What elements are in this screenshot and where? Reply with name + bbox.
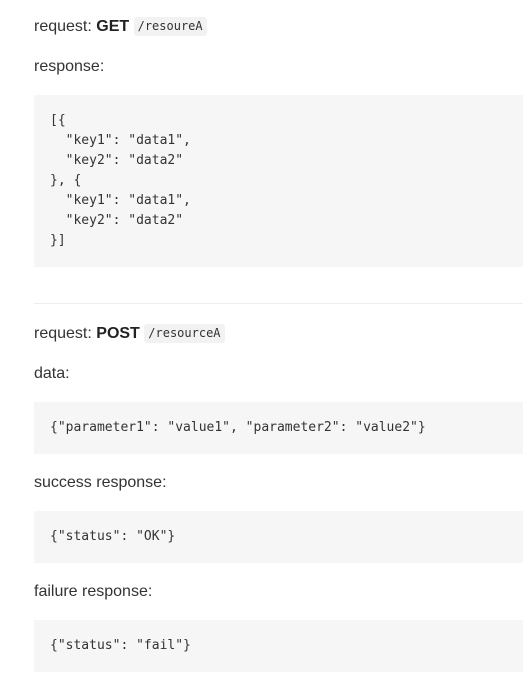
endpoint-path: /resoureA (133, 17, 207, 36)
data-label: data: (34, 365, 70, 382)
section-divider (34, 303, 523, 304)
endpoint-path: /resourceA (144, 324, 225, 343)
response-label: response: (34, 58, 105, 75)
http-method-get: GET (96, 18, 130, 35)
request-data-code-block: {"parameter1": "value1", "parameter2": "… (34, 402, 523, 454)
request-label: request: (34, 325, 92, 342)
request-label: request: (34, 18, 92, 35)
success-response-label: success response: (34, 474, 167, 491)
get-request-line: request: GET /resoureA (34, 16, 207, 37)
post-request-line: request: POST /resourceA (34, 323, 225, 344)
failure-response-code-block: {"status": "fail"} (34, 620, 523, 672)
success-response-code-block: {"status": "OK"} (34, 511, 523, 563)
response-code-block: [{ "key1": "data1", "key2": "data2" }, {… (34, 95, 523, 267)
failure-response-label: failure response: (34, 583, 153, 600)
http-method-post: POST (96, 325, 140, 342)
